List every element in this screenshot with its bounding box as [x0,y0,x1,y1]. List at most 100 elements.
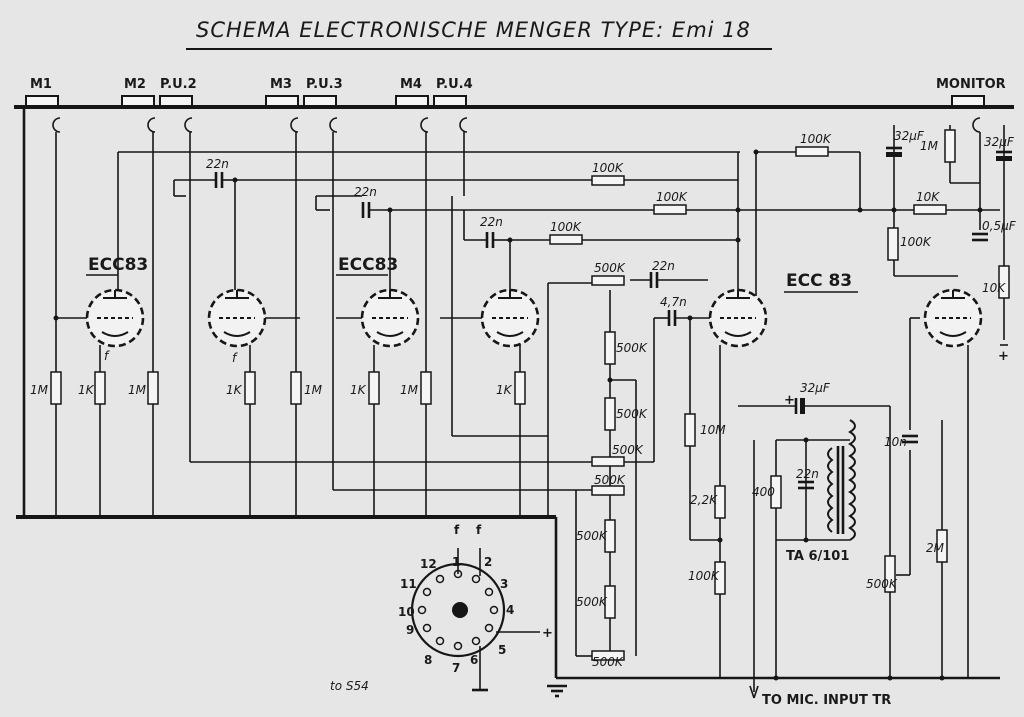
socket-pin: 3 [500,577,508,591]
potentiometer[interactable] [591,485,625,496]
input-jack-pu2[interactable]: P.U.2 [159,77,197,107]
jack-label-pu3: P.U.3 [306,77,343,92]
socket-pin: 2 [484,555,492,569]
resistor-value: 400 [752,485,775,499]
resistor-value: 100K [592,161,624,175]
socket-pin: 12 [420,557,437,571]
capacitor [798,480,814,490]
capacitor [886,146,902,157]
potentiometer[interactable] [884,555,896,593]
resistor [604,397,616,431]
resistor-value: 500K [616,407,648,421]
resistor [604,331,616,365]
capacitor [361,202,371,218]
capacitor-value: 22n [206,157,229,171]
resistor [913,204,947,215]
capacitor-value: 32µF [894,129,925,143]
potentiometer[interactable] [591,275,625,286]
filament-label: f [454,523,460,537]
socket-pin: 6 [470,653,478,667]
resistor-value: 1K [350,383,367,397]
resistor-value: 1K [226,383,243,397]
resistor [244,371,256,405]
output-jack-monitor[interactable]: MONITOR [936,77,1006,107]
input-jack-pu4[interactable]: P.U.4 [433,77,473,107]
vacuum-tube-1 [85,288,145,348]
resistor [770,475,782,509]
socket-pin: 9 [406,623,414,637]
plus-sign: + [542,626,553,641]
tube-label: ECC 83 [786,271,852,291]
input-jack-m4[interactable]: M4 [395,77,429,107]
capacitor [485,232,495,248]
resistor-value: 10K [982,281,1006,295]
resistor [604,519,616,553]
vacuum-tube-2 [207,288,267,348]
jack-label-pu4: P.U.4 [436,77,473,92]
capacitor [996,150,1012,161]
input-jack-m2[interactable]: M2 [121,77,155,107]
resistor [795,146,829,157]
resistor [94,371,106,405]
resistor [653,204,687,215]
tube-label: ECC83 [338,255,398,275]
resistor-value: 1K [496,383,513,397]
resistor-value: 10K [916,190,940,204]
jack-label-m1: M1 [30,77,52,92]
capacitor-value: 22n [354,185,377,199]
resistor-value: 500K [576,595,608,609]
capacitor-value: 4,7n [660,295,687,309]
socket-pin: 10 [398,605,415,619]
resistor [368,371,380,405]
schematic-title: SCHEMA ELECTRONISCHE MENGER TYPE: Emi 18 [196,18,751,42]
resistor-value: 500K [576,529,608,543]
capacitor [794,398,805,414]
input-jack-m3[interactable]: M3 [265,77,299,107]
resistor [549,234,583,245]
potentiometer[interactable] [591,650,625,661]
jack-label-pu2: P.U.2 [160,77,197,92]
vacuum-tube-5 [708,288,768,348]
resistor-value: 500K [592,655,624,669]
resistor [887,227,899,261]
resistor [514,371,526,405]
ground-icon [547,684,567,698]
filament-label: f [232,351,238,365]
capacitor [214,172,224,188]
resistor [714,561,726,595]
capacitor-value: 22n [796,467,819,481]
capacitor-value: 22n [480,215,503,229]
transformer-label: TA 6/101 [786,549,849,564]
resistor-value: 1K [78,383,95,397]
socket-pin: 4 [506,603,514,617]
input-jack-m1[interactable]: M1 [25,77,59,107]
capacitor [972,232,988,242]
socket-pin: 1 [452,555,460,569]
resistor-value: 500K [594,261,626,275]
vacuum-tube-3 [360,288,420,348]
plus-sign: + [998,349,1009,364]
capacitor [902,434,918,444]
resistor [420,371,432,405]
resistor-value: 500K [866,577,898,591]
capacitor [649,272,659,288]
tube-label: ECC83 [88,255,148,275]
capacitor-value: 10n [884,435,907,449]
transformer-icon [827,419,856,541]
resistor [998,265,1010,299]
jack-label-m4: M4 [400,77,422,92]
plus-sign: + [784,393,795,408]
capacitor-value: 0,5µF [982,219,1017,233]
resistor-value: 100K [550,220,582,234]
input-jack-pu3[interactable]: P.U.3 [303,77,343,107]
vacuum-tube-6 [923,288,983,348]
jack-label-m3: M3 [270,77,292,92]
resistor-value: 100K [656,190,688,204]
vacuum-tube-4 [480,288,540,348]
potentiometer[interactable] [591,456,625,467]
resistor [591,175,625,186]
socket-pin: 11 [400,577,417,591]
resistor-value: 1M [304,383,323,397]
capacitor-value: 32µF [800,381,831,395]
resistor-value: 100K [800,132,832,146]
